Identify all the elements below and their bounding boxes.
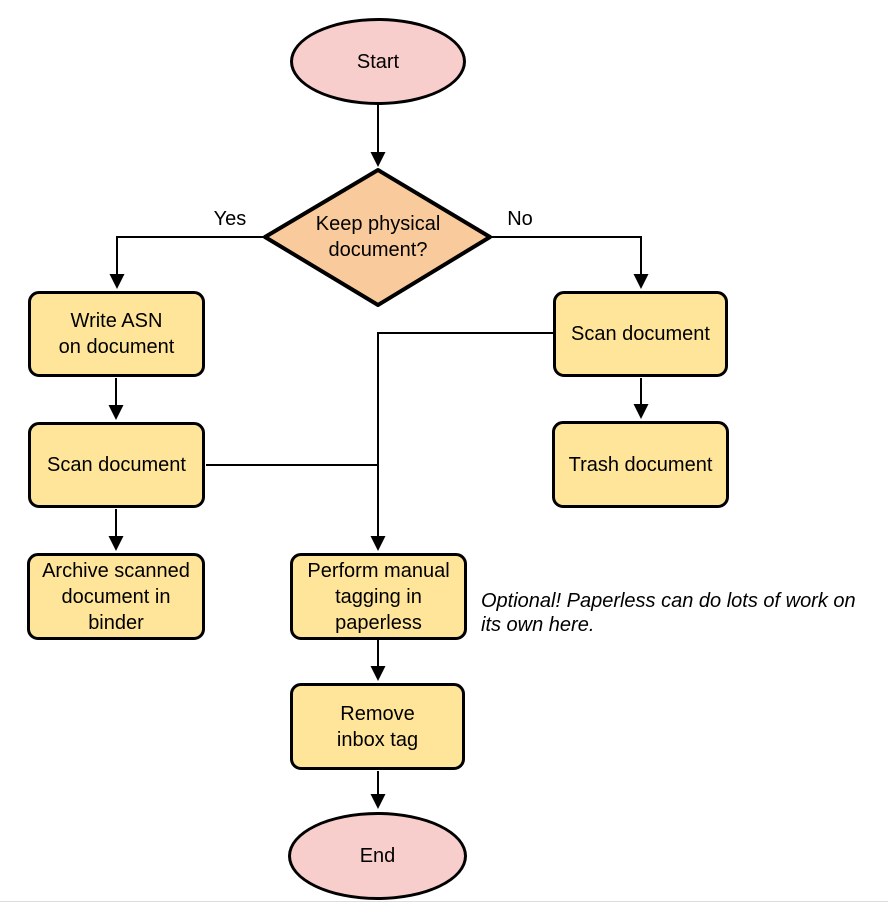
node-trash-document: Trash document [552,421,729,508]
node-trash-document-label: Trash document [568,453,713,476]
node-write-asn: Write ASN on document [28,291,205,377]
node-decision-label: Keep physical document? [315,213,441,261]
node-scan-document-right-label: Scan document [571,323,710,345]
connector-no-branch [489,236,649,289]
node-manual-tagging: Perform manual tagging in paperless [290,553,467,640]
node-end: End [288,812,467,900]
connector-scanright-to-tagging [370,332,553,551]
node-remove-inbox-tag: Remove inbox tag [290,683,465,770]
node-scan-document-right: Scan document [553,291,728,377]
node-archive-binder: Archive scanned document in binder [27,553,205,640]
connector-yes-branch [109,236,265,289]
node-decision: Keep physical document? [288,207,468,267]
node-start-label: Start [356,50,400,73]
edge-label-yes: Yes [213,208,247,230]
edge-label-no: No [507,208,533,230]
optional-note: Optional! Paperless can do lots of work … [481,590,856,636]
decision-diamond-shape [263,168,492,307]
node-write-asn-label: Write ASN on document [58,310,175,358]
node-end-label: End [359,845,396,867]
node-scan-document-left: Scan document [28,422,205,508]
node-archive-binder-label: Archive scanned document in binder [42,559,190,634]
node-remove-inbox-tag-label: Remove inbox tag [336,702,419,751]
node-start: Start [290,18,466,105]
node-scan-document-left-label: Scan document [47,454,186,476]
node-manual-tagging-label: Perform manual tagging in paperless [307,559,450,634]
bottom-divider [0,901,888,902]
